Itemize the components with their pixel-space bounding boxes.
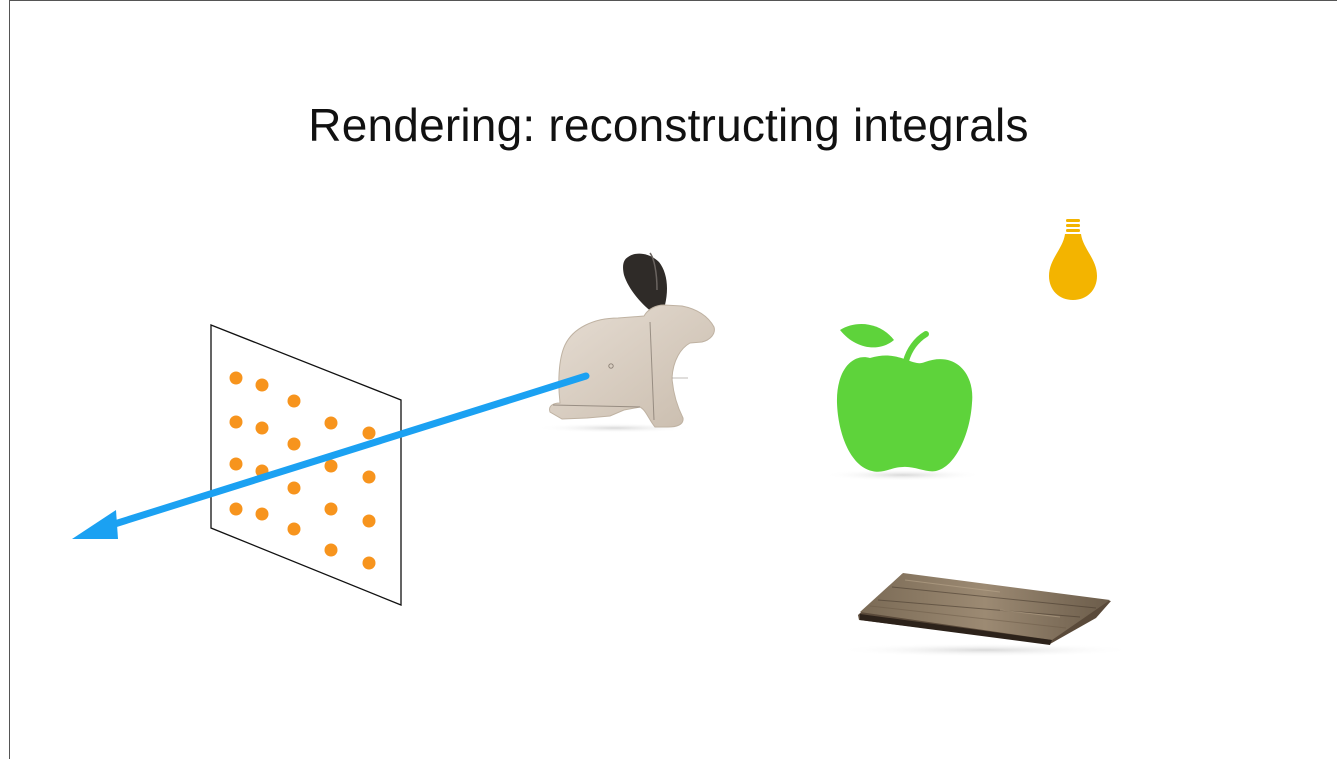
sample-dot — [362, 514, 376, 528]
sample-dot — [287, 481, 301, 495]
sample-dot — [324, 502, 338, 516]
apple-shadow — [823, 469, 983, 481]
sample-dot — [324, 416, 338, 430]
sample-dot — [255, 378, 269, 392]
bunny-icon — [549, 252, 715, 428]
wooden-plank-icon — [858, 573, 1111, 645]
image-plane-icon — [210, 324, 402, 606]
apple-icon — [836, 324, 973, 472]
sample-dot — [255, 421, 269, 435]
sample-dot — [255, 507, 269, 521]
sample-dot — [287, 394, 301, 408]
light-bulb-icon — [1049, 219, 1097, 300]
plank-shadow — [835, 643, 1135, 657]
sample-dot — [362, 556, 376, 570]
sample-dot — [324, 459, 338, 473]
slide-frame — [9, 0, 1337, 759]
sample-dot — [229, 371, 243, 385]
sample-dot — [229, 502, 243, 516]
sample-dot — [362, 470, 376, 484]
sample-dots — [229, 371, 376, 570]
sample-dot — [287, 522, 301, 536]
slide-title: Rendering: reconstructing integrals — [308, 99, 1029, 151]
sample-dot — [229, 457, 243, 471]
camera-ray-arrow — [72, 372, 590, 539]
sample-dot — [362, 426, 376, 440]
sample-dot — [324, 543, 338, 557]
sample-dot — [287, 437, 301, 451]
sample-dot — [229, 415, 243, 429]
